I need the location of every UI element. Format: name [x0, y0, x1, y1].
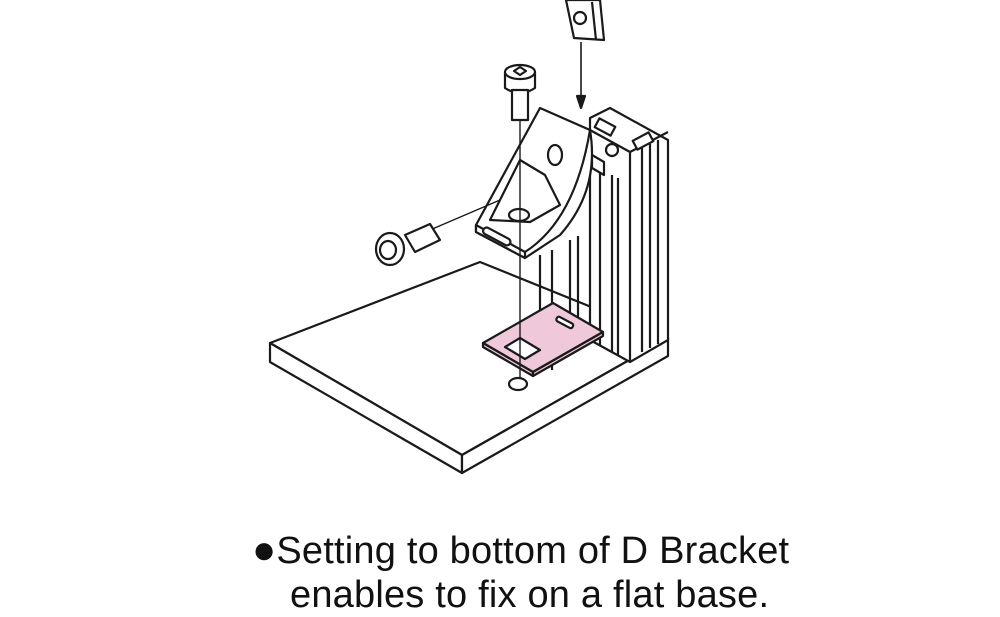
caption-line-1: ●Setting to bottom of D Bracket — [252, 528, 789, 573]
caption-text-1: Setting to bottom of D Bracket — [276, 530, 790, 572]
d-bracket — [474, 106, 594, 260]
arrow-icon — [575, 42, 587, 110]
assembly-illustration — [268, 0, 670, 475]
t-nut — [564, 0, 606, 42]
flat-base-board — [268, 260, 670, 475]
horizontal-bolt — [374, 199, 501, 267]
caption-line-2: enables to fix on a flat base. — [290, 574, 770, 616]
aluminium-extrusion — [538, 106, 670, 370]
pink-base-plate — [481, 301, 605, 378]
vertical-bolt — [503, 63, 537, 392]
bullet-icon: ● — [252, 528, 277, 572]
